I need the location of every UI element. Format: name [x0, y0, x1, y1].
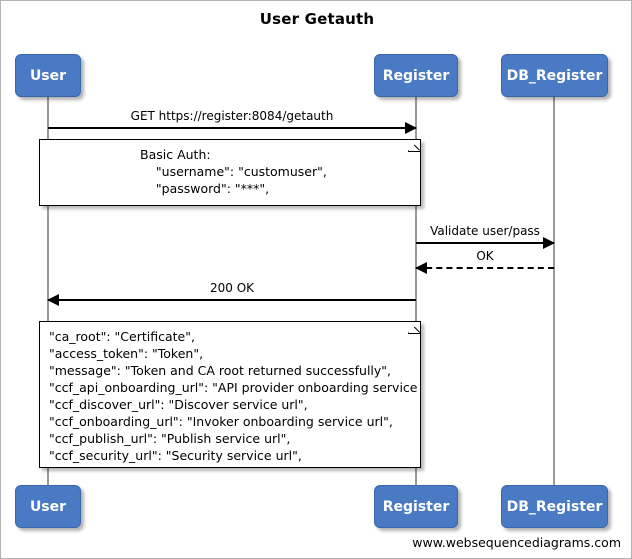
- message-line: [416, 242, 554, 244]
- participant-label: DB_Register: [506, 498, 603, 515]
- note-fold-icon: [408, 140, 420, 152]
- arrowhead-left-icon: [47, 294, 59, 306]
- note-line: "ccf_publish_url": "Publish service url"…: [49, 431, 291, 446]
- arrowhead-left-icon: [415, 262, 427, 274]
- participant-label: User: [29, 498, 67, 515]
- note-line: "ca_root": "Certificate",: [49, 329, 195, 344]
- participant-label: DB_Register: [506, 67, 603, 84]
- note-line: "ccf_discover_url": "Discover service ur…: [49, 397, 308, 412]
- participant-user-bottom[interactable]: User: [15, 485, 81, 528]
- message-label: 200 OK: [209, 281, 255, 295]
- arrowhead-right-icon: [405, 122, 417, 134]
- message-line: [48, 127, 416, 129]
- note-fold-icon: [408, 322, 420, 334]
- lifeline-db-register: [553, 97, 555, 487]
- message-label: Validate user/pass: [430, 224, 540, 238]
- participant-db-register-bottom[interactable]: DB_Register: [501, 485, 608, 528]
- lifeline-user: [47, 97, 49, 487]
- basic-auth-note: Basic Auth: "username": "customuser", "p…: [39, 139, 421, 206]
- participant-register-bottom[interactable]: Register: [374, 485, 458, 528]
- message-label: GET https://register:8084/getauth: [130, 109, 334, 123]
- arrowhead-right-icon: [543, 237, 555, 249]
- participant-label: Register: [382, 498, 450, 515]
- note-line: "username": "customuser",: [140, 164, 327, 179]
- message-label: OK: [476, 249, 494, 263]
- page-title: User Getauth: [259, 10, 375, 28]
- participant-label: Register: [382, 67, 450, 84]
- note-line: "message": "Token and CA root returned s…: [49, 363, 392, 378]
- participant-db-register-top[interactable]: DB_Register: [501, 54, 608, 97]
- note-line: Basic Auth:: [140, 147, 211, 162]
- note-line: "access_token": "Token",: [49, 346, 204, 361]
- response-payload-note: "ca_root": "Certificate", "access_token"…: [39, 321, 421, 468]
- lifeline-register: [415, 97, 417, 487]
- participant-user-top[interactable]: User: [15, 54, 81, 97]
- note-line: "password": "***",: [140, 181, 270, 196]
- note-line: "ccf_security_url": "Security service ur…: [49, 448, 302, 463]
- participant-register-top[interactable]: Register: [374, 54, 458, 97]
- note-line: "ccf_onboarding_url": "Invoker onboardin…: [49, 414, 393, 429]
- participant-label: User: [29, 67, 67, 84]
- footer-watermark: www.websequencediagrams.com: [412, 535, 621, 550]
- note-line: "ccf_api_onboarding_url": "API provider …: [49, 380, 421, 395]
- message-line: [416, 267, 554, 269]
- message-line: [48, 299, 416, 301]
